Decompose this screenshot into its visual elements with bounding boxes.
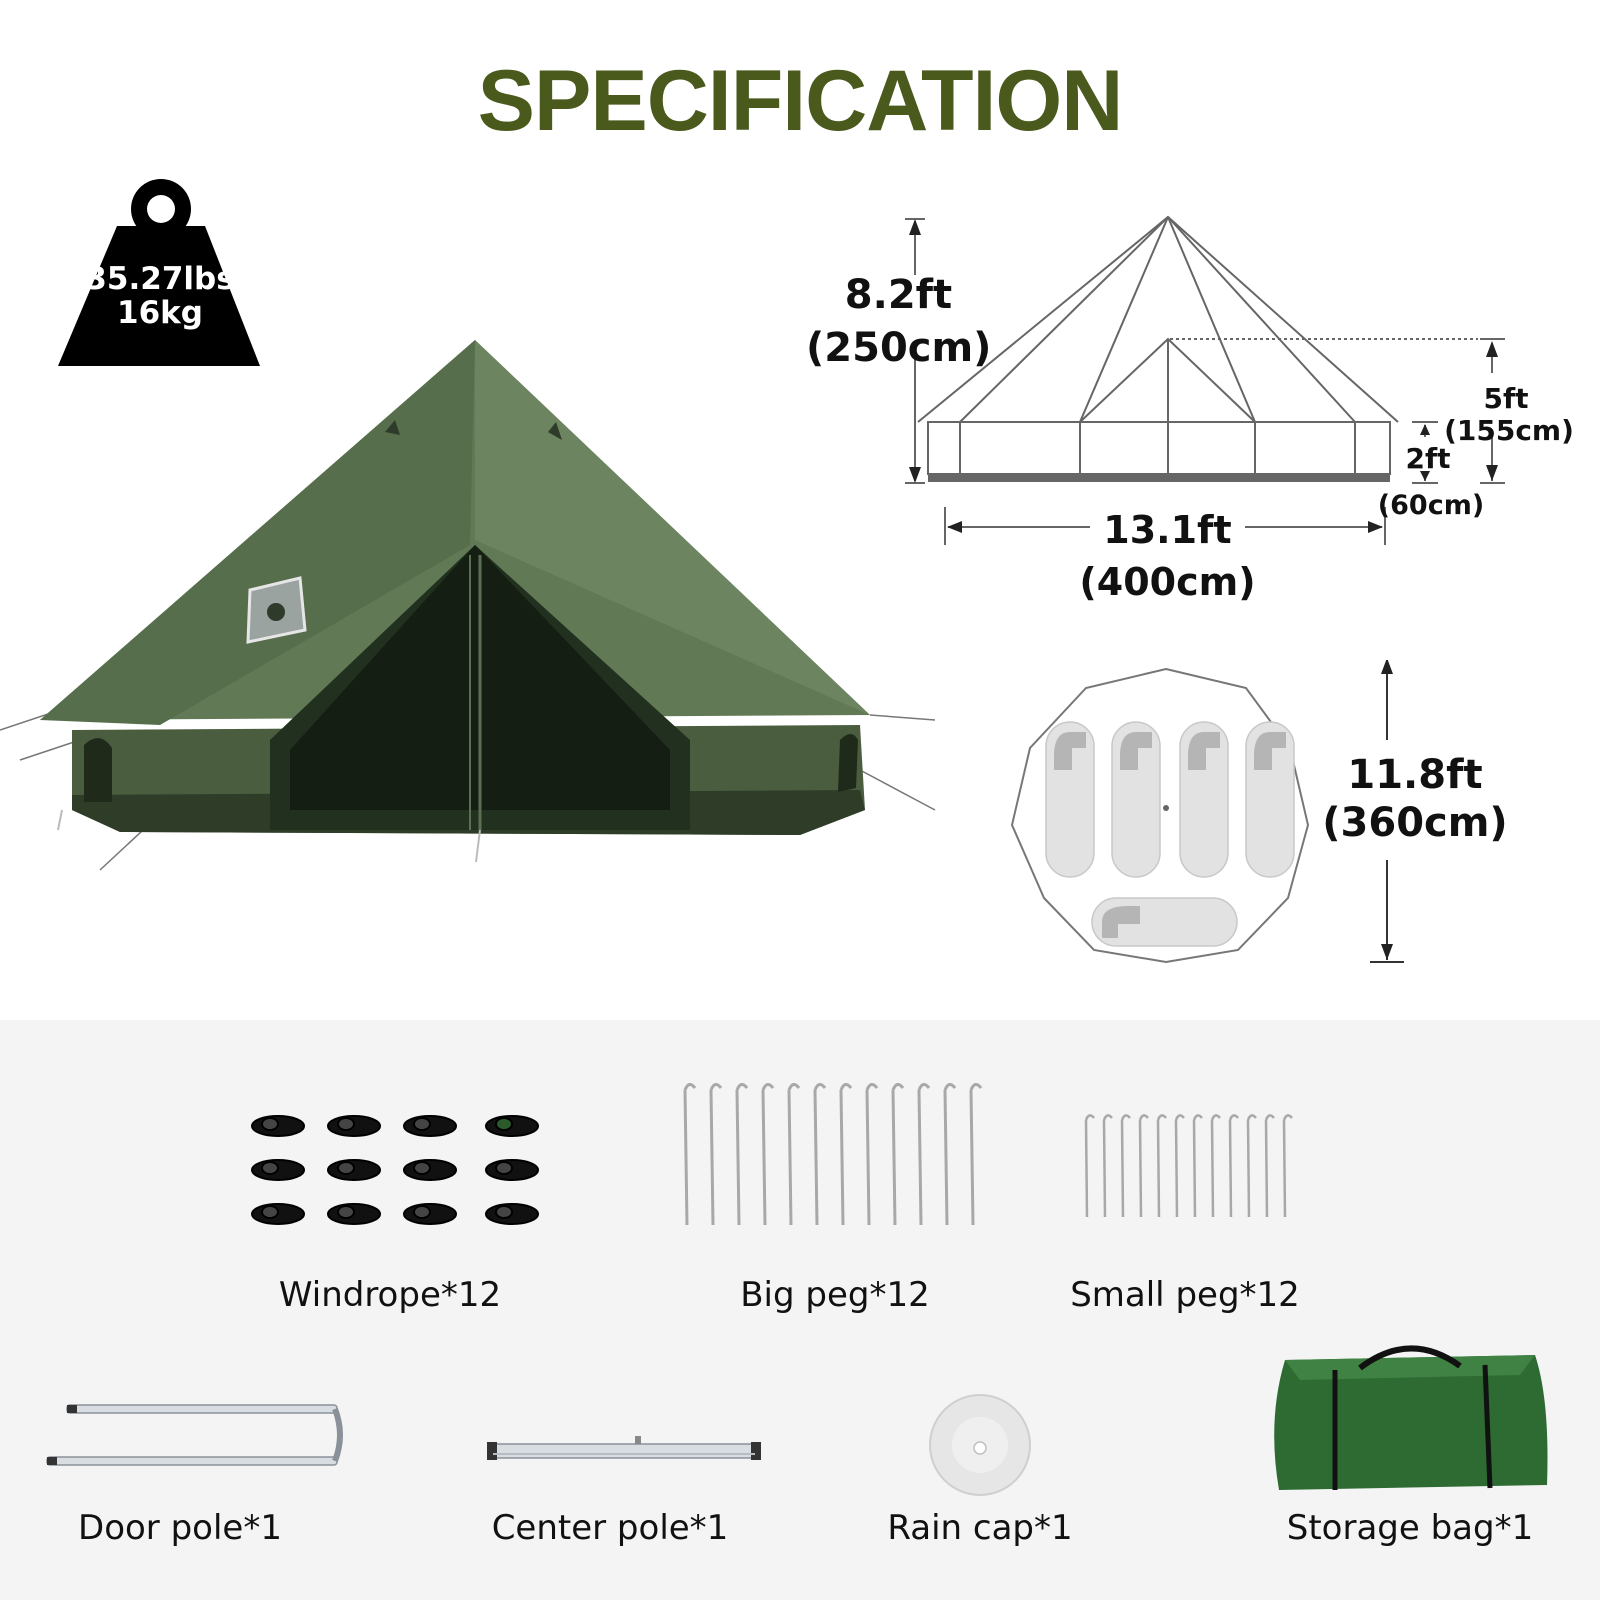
diameter-cm-label: (360cm) bbox=[1322, 800, 1508, 846]
floor-plan-diagram bbox=[1010, 660, 1404, 964]
height-cm-label: (250cm) bbox=[806, 325, 992, 371]
rain-cap-label: Rain cap*1 bbox=[887, 1508, 1073, 1548]
wall-cm-label: (60cm) bbox=[1377, 490, 1485, 521]
small-peg-image bbox=[1084, 1114, 1293, 1218]
center-pole-label: Center pole*1 bbox=[491, 1508, 729, 1548]
storage-bag-image bbox=[1274, 1345, 1548, 1490]
weight-icon bbox=[58, 179, 260, 366]
tent-image bbox=[0, 340, 936, 871]
door-cm-label: (155cm) bbox=[1444, 414, 1574, 447]
diameter-ft-label: 11.8ft bbox=[1347, 752, 1483, 798]
door-pole-image bbox=[46, 1404, 343, 1466]
width-ft-label: 13.1ft bbox=[1103, 508, 1232, 552]
weight-kg: 16kg bbox=[117, 295, 203, 331]
storage-bag-label: Storage bag*1 bbox=[1286, 1508, 1534, 1548]
windrope-image bbox=[251, 1115, 539, 1225]
windrope-label: Windrope*12 bbox=[278, 1275, 502, 1315]
wall-ft-label: 2ft bbox=[1405, 442, 1451, 475]
width-cm-label: (400cm) bbox=[1079, 560, 1256, 604]
rain-cap-image bbox=[929, 1394, 1031, 1496]
door-ft-label: 5ft bbox=[1483, 382, 1529, 415]
big-peg-label: Big peg*12 bbox=[740, 1275, 930, 1315]
center-pole-image bbox=[487, 1436, 761, 1460]
height-ft-label: 8.2ft bbox=[844, 272, 953, 318]
weight-lbs: 35.27lbs bbox=[85, 261, 235, 297]
big-peg-image bbox=[683, 1083, 983, 1226]
page-title: SPECIFICATION bbox=[477, 53, 1124, 149]
small-peg-label: Small peg*12 bbox=[1070, 1275, 1300, 1315]
tent-side-diagram bbox=[905, 215, 1505, 545]
door-pole-label: Door pole*1 bbox=[78, 1508, 282, 1548]
